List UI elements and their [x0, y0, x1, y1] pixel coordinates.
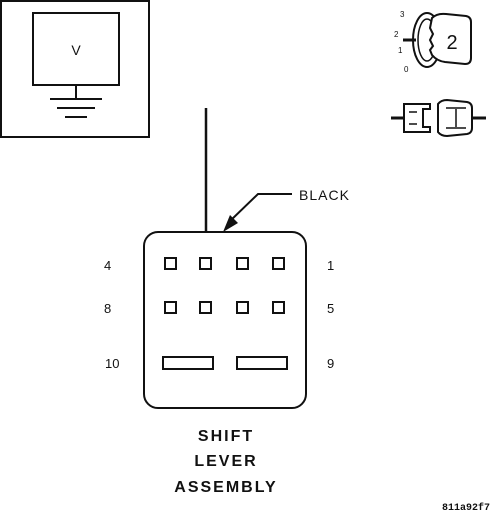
connector-pin-cavity: [236, 257, 249, 270]
connector-pin-cavity: [164, 257, 177, 270]
pin-number: 4: [104, 258, 111, 273]
connector-pin-cavity: [164, 301, 177, 314]
voltmeter-symbol: V: [71, 42, 81, 58]
ignition-selected-position: 2: [446, 32, 457, 54]
component-title: SHIFT LEVER ASSEMBLY: [174, 428, 277, 496]
voltmeter-panel-frame: [0, 0, 150, 138]
pin-number: 9: [327, 356, 334, 371]
connector-disconnect-icon: [391, 98, 486, 138]
wire-color-label: BLACK: [299, 187, 350, 203]
figure-code: 811a92f7: [442, 502, 490, 514]
component-title-line: ASSEMBLY: [174, 479, 277, 496]
connector-pin-cavity: [199, 257, 212, 270]
ground-icon: [50, 85, 102, 118]
connector-pin-cavity: [199, 301, 212, 314]
ignition-switch-icon: 3 2 1 0 2: [394, 10, 472, 74]
pin-number: 1: [327, 258, 334, 273]
pin-number: 8: [104, 301, 111, 316]
pin-number: 5: [327, 301, 334, 316]
ignition-position-label: 2: [394, 30, 399, 39]
voltmeter-panel: V: [0, 0, 150, 138]
connector-pin-cavity: [236, 301, 249, 314]
ignition-key-head: [428, 12, 472, 66]
pin-number: 10: [105, 356, 119, 371]
connector-large-cavity: [162, 356, 214, 370]
connector-pin-cavity: [272, 301, 285, 314]
connector-face: [143, 231, 307, 409]
component-title-line: SHIFT: [198, 428, 254, 445]
connector-pin-cavity: [272, 257, 285, 270]
ignition-position-label: 0: [404, 65, 409, 74]
ignition-position-label: 1: [398, 46, 403, 55]
ignition-position-label: 3: [400, 10, 405, 19]
wire-color-callout: BLACK: [223, 187, 350, 232]
component-title-line: LEVER: [194, 453, 257, 470]
connector-large-cavity: [236, 356, 288, 370]
